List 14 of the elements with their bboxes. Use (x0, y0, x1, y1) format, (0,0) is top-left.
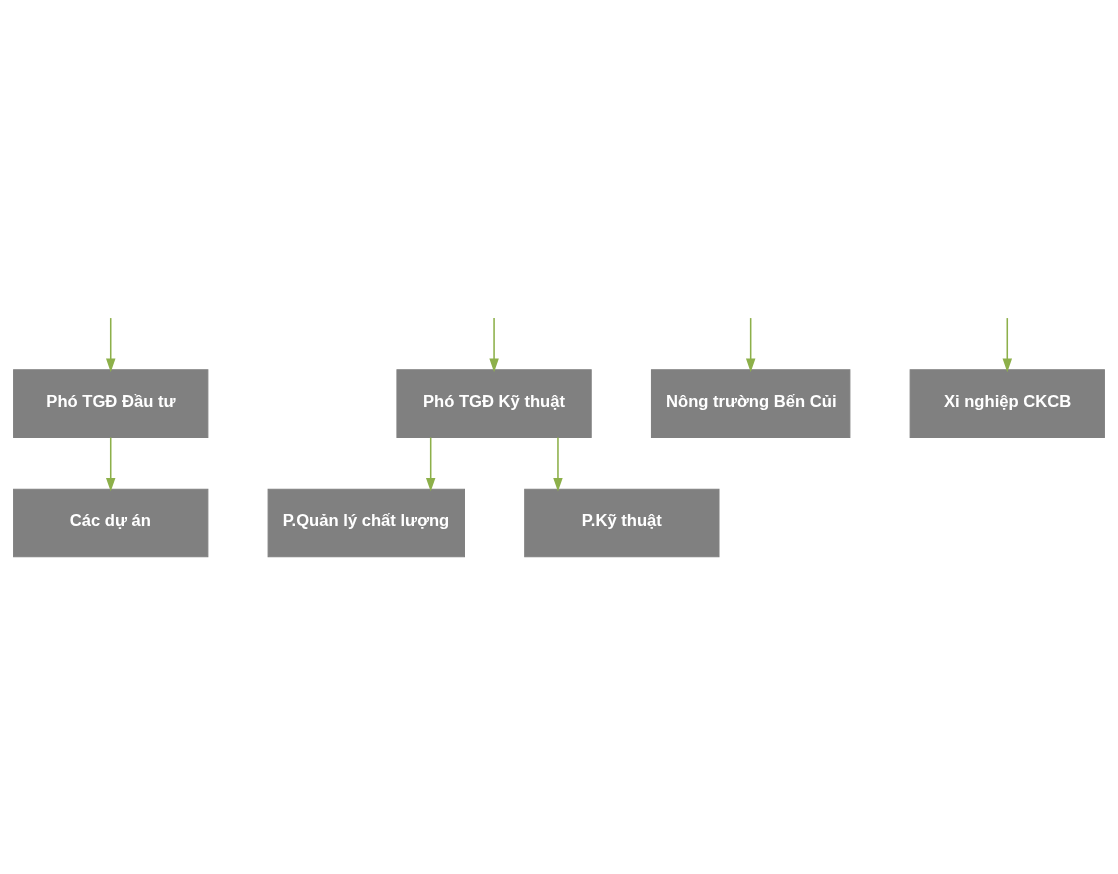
arrow (1002, 317, 1012, 373)
node-box: Phó TGĐ Đầu tư (13, 369, 209, 438)
arrow (425, 436, 436, 492)
arrow (489, 317, 499, 373)
arrow (745, 317, 756, 373)
node-box: Phó TGĐ Kỹ thuật (396, 369, 592, 438)
arrow (553, 436, 563, 492)
node-box: P.Quản lý chất lượng (267, 488, 465, 558)
arrow (106, 317, 116, 373)
arrow (106, 436, 116, 492)
node-box: Xi nghiệp CKCB (909, 369, 1105, 438)
node-box: Nông trường Bến Củi (650, 369, 851, 438)
node-box: Các dự án (13, 488, 209, 558)
node-box: P.Kỹ thuật (524, 488, 720, 558)
